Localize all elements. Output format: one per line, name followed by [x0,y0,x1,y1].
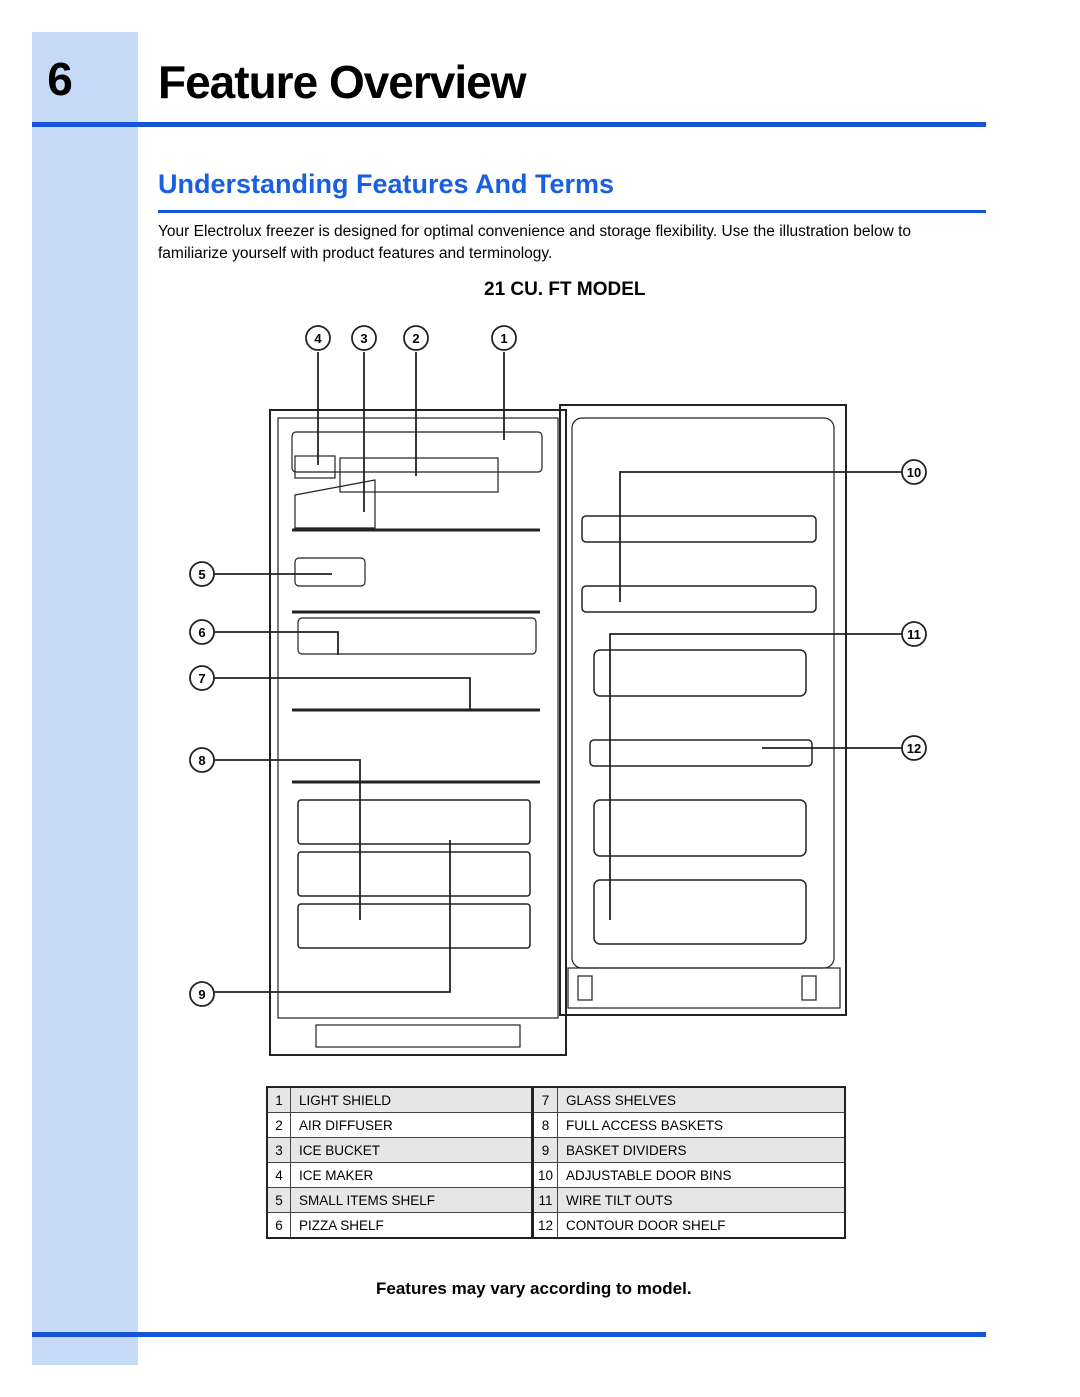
callout-10: 10 [901,459,927,485]
ice-maker [294,455,336,479]
legend-label: GLASS SHELVES [556,1086,846,1113]
cabinet-interior [277,417,559,1019]
section-rule [158,210,986,213]
svg-text:12: 12 [907,741,921,756]
legend-number: 11 [531,1187,558,1213]
legend-label: CONTOUR DOOR SHELF [556,1212,846,1239]
wire-tilt-out-2 [593,799,807,857]
svg-text:8: 8 [198,753,205,768]
svg-text:3: 3 [360,331,367,346]
legend-number: 2 [266,1112,291,1138]
cabinet-outline [269,409,567,1056]
basket-2 [297,851,531,897]
door-outline [559,404,847,1016]
door-bin-2 [581,585,817,613]
svg-text:10: 10 [907,465,921,480]
chapter-number: 6 [47,53,73,105]
legend-label: SMALL ITEMS SHELF [290,1187,534,1213]
intro-paragraph: Your Electrolux freezer is designed for … [158,223,912,262]
svg-text:9: 9 [198,987,205,1002]
header-rule [32,122,986,127]
legend-number: 1 [266,1086,291,1113]
legend-label: BASKET DIVIDERS [556,1137,846,1163]
callout-8: 8 [189,747,215,773]
chapter-sidebar [32,32,138,1365]
callout-3: 3 [351,325,377,351]
svg-text:1: 1 [500,331,507,346]
chapter-title: Feature Overview [158,56,527,108]
svg-text:2: 2 [412,331,419,346]
footer-rule [32,1332,986,1337]
callout-2: 2 [403,325,429,351]
callout-12: 12 [901,735,927,761]
door-bin-1 [581,515,817,543]
ice-bucket [294,479,376,529]
wire-tilt-out-1 [593,649,807,697]
legend-number: 3 [266,1137,291,1163]
small-items-shelf [294,557,366,587]
callout-5: 5 [189,561,215,587]
kick-plate [315,1024,521,1048]
legend-number: 7 [531,1086,558,1113]
callout-4: 4 [305,325,331,351]
legend-label: AIR DIFFUSER [290,1112,534,1138]
legend-number: 10 [531,1162,558,1188]
legend-number: 5 [266,1187,291,1213]
section-title: Understanding Features And Terms [158,169,615,199]
legend-number: 8 [531,1112,558,1138]
svg-text:7: 7 [198,671,205,686]
legend-label: ICE MAKER [290,1162,534,1188]
svg-text:11: 11 [907,627,921,642]
svg-text:4: 4 [314,331,322,346]
freezer-diagram: 4 3 2 1 5 6 7 8 9 10 11 12 [189,325,927,1056]
legend-label: FULL ACCESS BASKETS [556,1112,846,1138]
legend-label: WIRE TILT OUTS [556,1187,846,1213]
legend-number: 4 [266,1162,291,1188]
air-diffuser [339,457,499,493]
contour-door-shelf [589,739,813,767]
legend-number: 12 [531,1212,558,1239]
legend-label: ICE BUCKET [290,1137,534,1163]
legend-label: PIZZA SHELF [290,1212,534,1239]
basket-1 [297,799,531,845]
legend-label: ADJUSTABLE DOOR BINS [556,1162,846,1188]
legend-number: 9 [531,1137,558,1163]
legend-label: LIGHT SHIELD [290,1086,534,1113]
callout-6: 6 [189,619,215,645]
pizza-shelf [297,617,537,655]
callout-1: 1 [491,325,517,351]
wire-tilt-out-3 [593,879,807,945]
model-title: 21 CU. FT MODEL [484,279,646,300]
door-liner [571,417,835,969]
model-note: Features may vary according to model. [376,1279,692,1298]
light-shield [291,431,543,473]
callout-7: 7 [189,665,215,691]
svg-text:6: 6 [198,625,205,640]
basket-3 [297,903,531,949]
callout-9: 9 [189,981,215,1007]
callout-11: 11 [901,621,927,647]
svg-text:5: 5 [198,567,205,582]
legend-number: 6 [266,1212,291,1239]
